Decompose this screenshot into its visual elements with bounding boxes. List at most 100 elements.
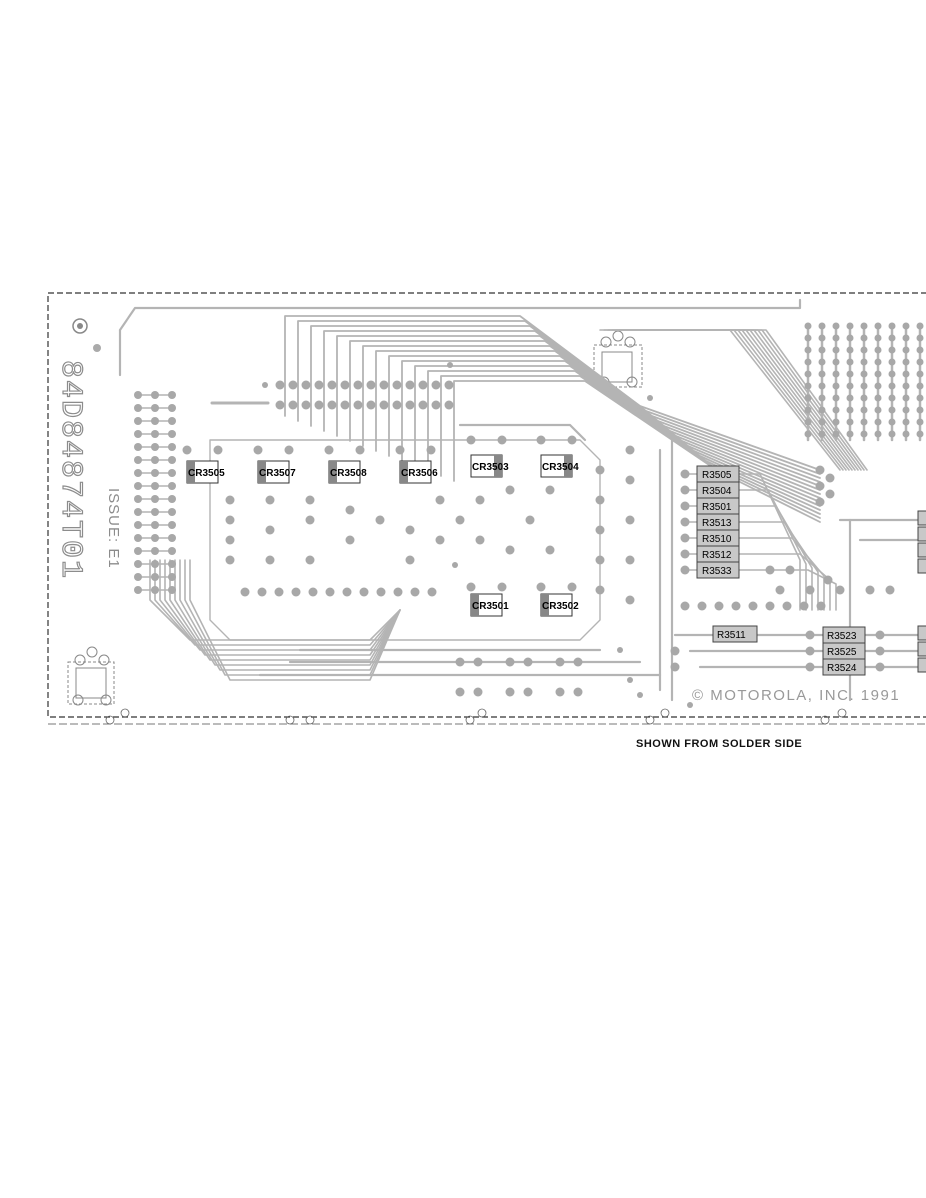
- pad: [846, 358, 854, 366]
- pad: [916, 394, 924, 402]
- pad: [595, 585, 605, 595]
- pad: [680, 601, 690, 611]
- pad: [288, 380, 298, 390]
- pad: [225, 515, 235, 525]
- pad: [475, 495, 485, 505]
- pad: [168, 469, 176, 477]
- pad: [595, 555, 605, 565]
- pad: [275, 400, 285, 410]
- pad: [846, 382, 854, 390]
- resistor-label: R3513: [702, 518, 732, 529]
- pad: [860, 418, 868, 426]
- pad: [860, 358, 868, 366]
- pad: [680, 517, 690, 527]
- pad: [168, 417, 176, 425]
- pad: [168, 573, 176, 581]
- pad: [916, 382, 924, 390]
- pad: [301, 380, 311, 390]
- pad: [902, 370, 910, 378]
- pad: [405, 555, 415, 565]
- trace: [458, 423, 587, 442]
- pad: [818, 406, 826, 414]
- pad: [284, 445, 294, 455]
- pad: [305, 495, 315, 505]
- pad: [680, 485, 690, 495]
- pad: [134, 430, 142, 438]
- pad: [505, 687, 515, 697]
- pad: [804, 394, 812, 402]
- pad: [455, 657, 465, 667]
- resistor-r3511: R3511: [712, 625, 758, 643]
- pad: [902, 334, 910, 342]
- resistor-label: R3523: [827, 631, 857, 642]
- pad: [874, 394, 882, 402]
- pad: [134, 560, 142, 568]
- pad: [916, 430, 924, 438]
- resistor-label: R3501: [702, 502, 732, 513]
- pad: [497, 435, 507, 445]
- trace: [336, 335, 821, 487]
- trace: [440, 375, 821, 519]
- trace: [310, 325, 821, 479]
- pad: [573, 657, 583, 667]
- pad: [782, 601, 792, 611]
- pad: [265, 555, 275, 565]
- pad: [680, 469, 690, 479]
- pad: [455, 515, 465, 525]
- diode-label: CR3506: [401, 468, 438, 479]
- pad: [832, 418, 840, 426]
- pad: [875, 662, 885, 672]
- pad: [505, 545, 515, 555]
- pad: [697, 601, 707, 611]
- pad: [340, 400, 350, 410]
- edge-components-right: [917, 510, 926, 673]
- resistor-label: R3525: [827, 647, 857, 658]
- pad: [832, 430, 840, 438]
- diode-cr3501: CR3501: [470, 593, 509, 617]
- pad: [680, 533, 690, 543]
- pad: [823, 575, 833, 585]
- pad: [342, 587, 352, 597]
- pad: [168, 430, 176, 438]
- pad: [902, 406, 910, 414]
- pad: [452, 562, 458, 568]
- trace: [599, 329, 841, 471]
- pad: [637, 692, 643, 698]
- pad: [134, 521, 142, 529]
- pad: [375, 515, 385, 525]
- pad: [874, 322, 882, 330]
- pad: [134, 456, 142, 464]
- pad: [627, 677, 633, 683]
- diode-label: CR3501: [472, 601, 509, 612]
- resistor-label: R3533: [702, 566, 732, 577]
- pad: [308, 587, 318, 597]
- pad: [825, 473, 835, 483]
- pad: [151, 391, 159, 399]
- board-outline: [47, 292, 926, 718]
- pad: [324, 445, 334, 455]
- pad: [832, 346, 840, 354]
- pad: [573, 687, 583, 697]
- pad: [714, 601, 724, 611]
- pad: [874, 382, 882, 390]
- pad: [151, 495, 159, 503]
- pad: [134, 443, 142, 451]
- pad: [916, 322, 924, 330]
- pad: [405, 380, 415, 390]
- pad: [902, 382, 910, 390]
- pad: [225, 495, 235, 505]
- pad: [418, 400, 428, 410]
- pad: [327, 380, 337, 390]
- pad: [523, 657, 533, 667]
- resistor-label: R3510: [702, 534, 732, 545]
- diode-label: CR3504: [542, 462, 579, 473]
- trace: [149, 559, 401, 641]
- pad: [731, 601, 741, 611]
- trace: [174, 559, 401, 666]
- pad: [804, 358, 812, 366]
- pad: [902, 394, 910, 402]
- pad: [832, 322, 840, 330]
- pad: [168, 534, 176, 542]
- pad: [473, 687, 483, 697]
